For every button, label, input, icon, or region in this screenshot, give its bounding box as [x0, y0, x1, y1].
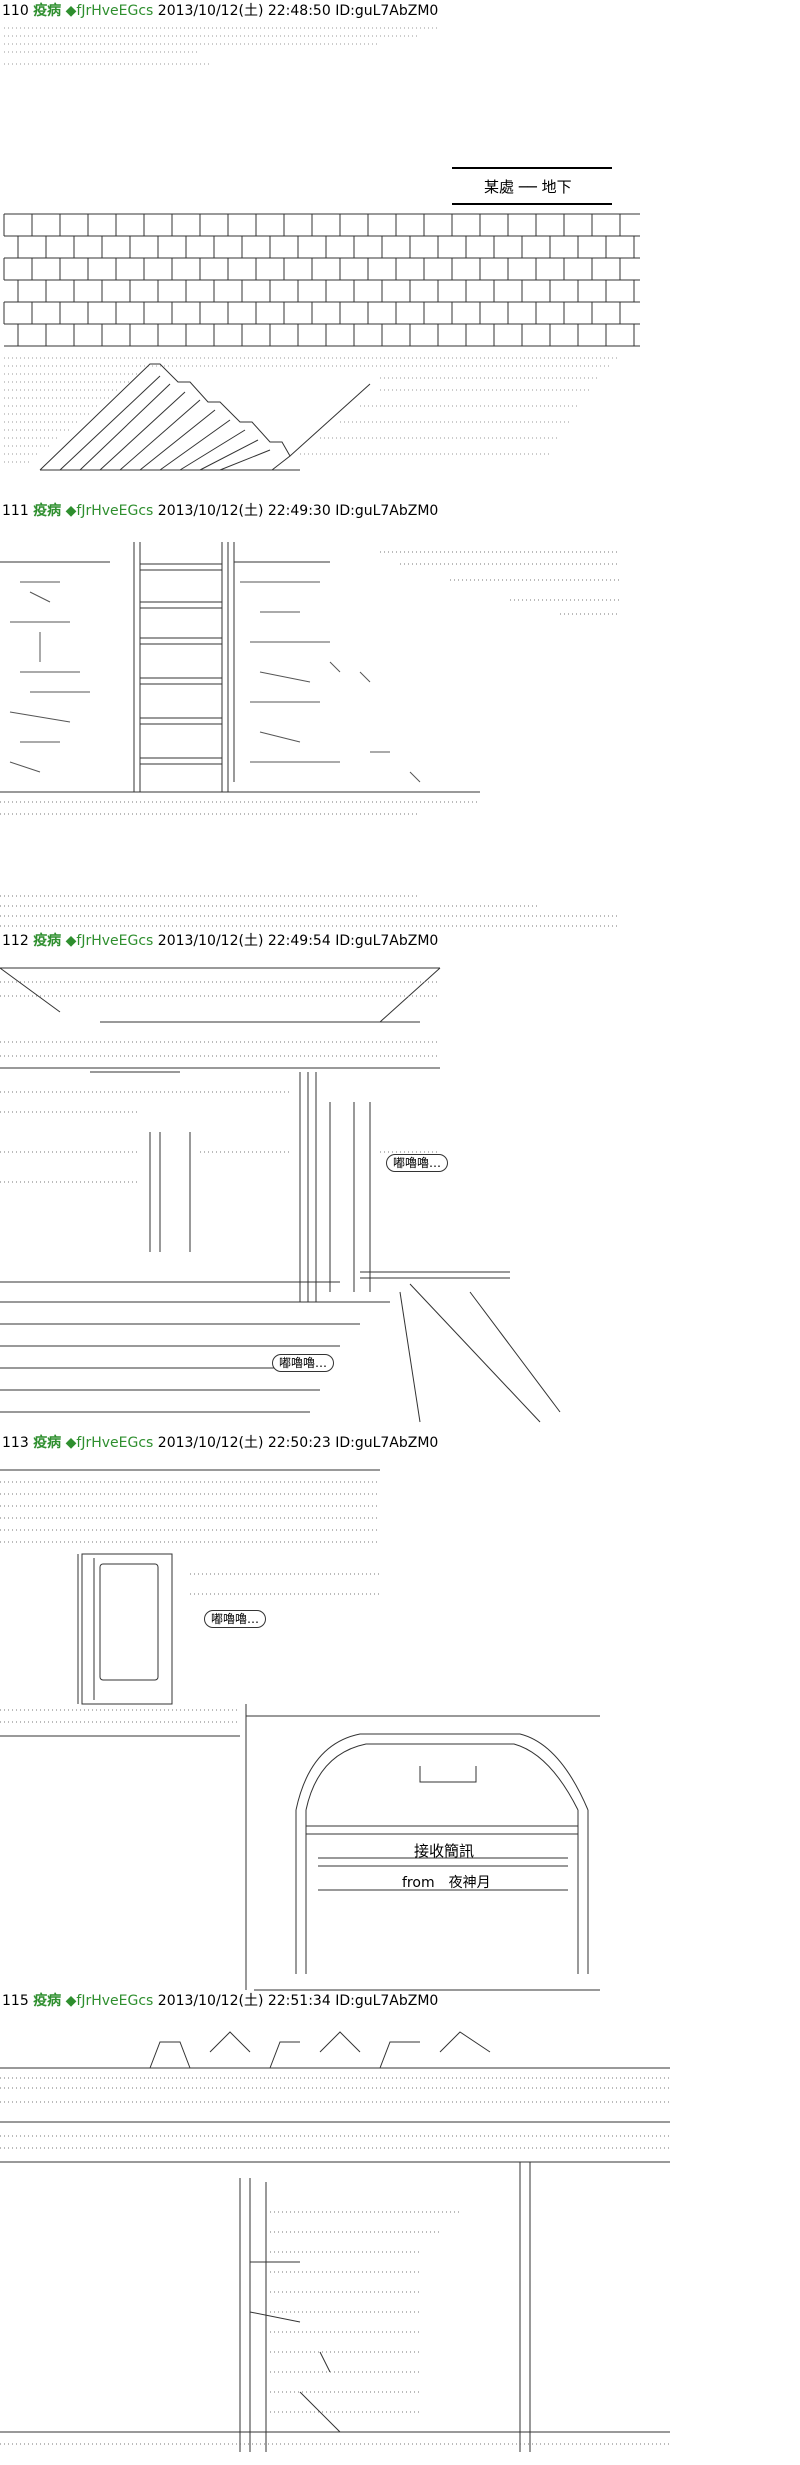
post-header: 110 疫病 ◆fJrHveEGcs 2013/10/12(土) 22:48:5…	[2, 0, 438, 22]
ringtone-bubble: 嘟嚕嚕…	[204, 1610, 267, 1628]
poster-name: 疫病	[33, 3, 62, 19]
post-datetime: 2013/10/12(土) 22:50:23	[157, 1435, 331, 1451]
ascii-art-phone: 嘟嚕嚕… 接收簡訊 from 夜神月	[0, 1454, 800, 1991]
post-header: 113 疫病 ◆fJrHveEGcs 2013/10/12(土) 22:50:2…	[2, 1432, 438, 1454]
post-header: 112 疫病 ◆fJrHveEGcs 2013/10/12(土) 22:49:5…	[2, 930, 438, 952]
post-datetime: 2013/10/12(土) 22:48:50	[157, 3, 331, 19]
post-datetime: 2013/10/12(土) 22:49:54	[157, 933, 331, 949]
post-number[interactable]: 110	[2, 3, 29, 19]
post-number[interactable]: 115	[2, 1993, 29, 2009]
ascii-art-canvas	[3, 27, 640, 471]
ringtone-bubble: 嘟嚕嚕…	[272, 1354, 335, 1372]
post-number[interactable]: 112	[2, 933, 29, 949]
message-sender: from 夜神月	[402, 1875, 491, 1891]
poster-name: 疫病	[33, 1993, 62, 2009]
poster-trip: ◆fJrHveEGcs	[65, 503, 154, 519]
ascii-art-canvas	[0, 967, 561, 1423]
ascii-art-canvas	[0, 2031, 670, 2452]
ascii-art-corridor: 某處 ── 地下	[0, 22, 800, 502]
poster-id[interactable]: ID:guL7AbZM0	[335, 1435, 439, 1451]
post-header: 115 疫病 ◆fJrHveEGcs 2013/10/12(土) 22:51:3…	[2, 1990, 438, 2012]
poster-id[interactable]: ID:guL7AbZM0	[335, 1993, 439, 2009]
poster-id[interactable]: ID:guL7AbZM0	[335, 3, 439, 19]
location-caption: 某處 ── 地下	[484, 178, 572, 196]
poster-id[interactable]: ID:guL7AbZM0	[335, 503, 439, 519]
ascii-art-canvas	[0, 542, 620, 927]
post-datetime: 2013/10/12(土) 22:49:30	[157, 503, 331, 519]
ascii-art-street	[0, 2012, 800, 2462]
ascii-art-shelves	[0, 522, 800, 932]
post-110: 110 疫病 ◆fJrHveEGcs 2013/10/12(土) 22:48:5…	[0, 0, 800, 500]
poster-trip: ◆fJrHveEGcs	[65, 933, 154, 949]
ringtone-bubble: 嘟嚕嚕…	[386, 1154, 449, 1172]
ascii-art-room: 嘟嚕嚕… 嘟嚕嚕…	[0, 952, 800, 1432]
post-number[interactable]: 113	[2, 1435, 29, 1451]
poster-id[interactable]: ID:guL7AbZM0	[335, 933, 439, 949]
poster-trip: ◆fJrHveEGcs	[65, 1435, 154, 1451]
post-number[interactable]: 111	[2, 503, 29, 519]
poster-name: 疫病	[33, 1435, 62, 1451]
poster-name: 疫病	[33, 503, 62, 519]
ascii-art-canvas	[0, 1469, 600, 1991]
post-115: 115 疫病 ◆fJrHveEGcs 2013/10/12(土) 22:51:3…	[0, 1990, 800, 2465]
post-113: 113 疫病 ◆fJrHveEGcs 2013/10/12(土) 22:50:2…	[0, 1432, 800, 1991]
post-111: 111 疫病 ◆fJrHveEGcs 2013/10/12(土) 22:49:3…	[0, 500, 800, 930]
poster-name: 疫病	[33, 933, 62, 949]
post-datetime: 2013/10/12(土) 22:51:34	[157, 1993, 331, 2009]
message-title: 接收簡訊	[414, 1842, 475, 1860]
poster-trip: ◆fJrHveEGcs	[65, 3, 154, 19]
poster-trip: ◆fJrHveEGcs	[65, 1993, 154, 2009]
post-112: 112 疫病 ◆fJrHveEGcs 2013/10/12(土) 22:49:5…	[0, 930, 800, 1432]
post-header: 111 疫病 ◆fJrHveEGcs 2013/10/12(土) 22:49:3…	[2, 500, 438, 522]
